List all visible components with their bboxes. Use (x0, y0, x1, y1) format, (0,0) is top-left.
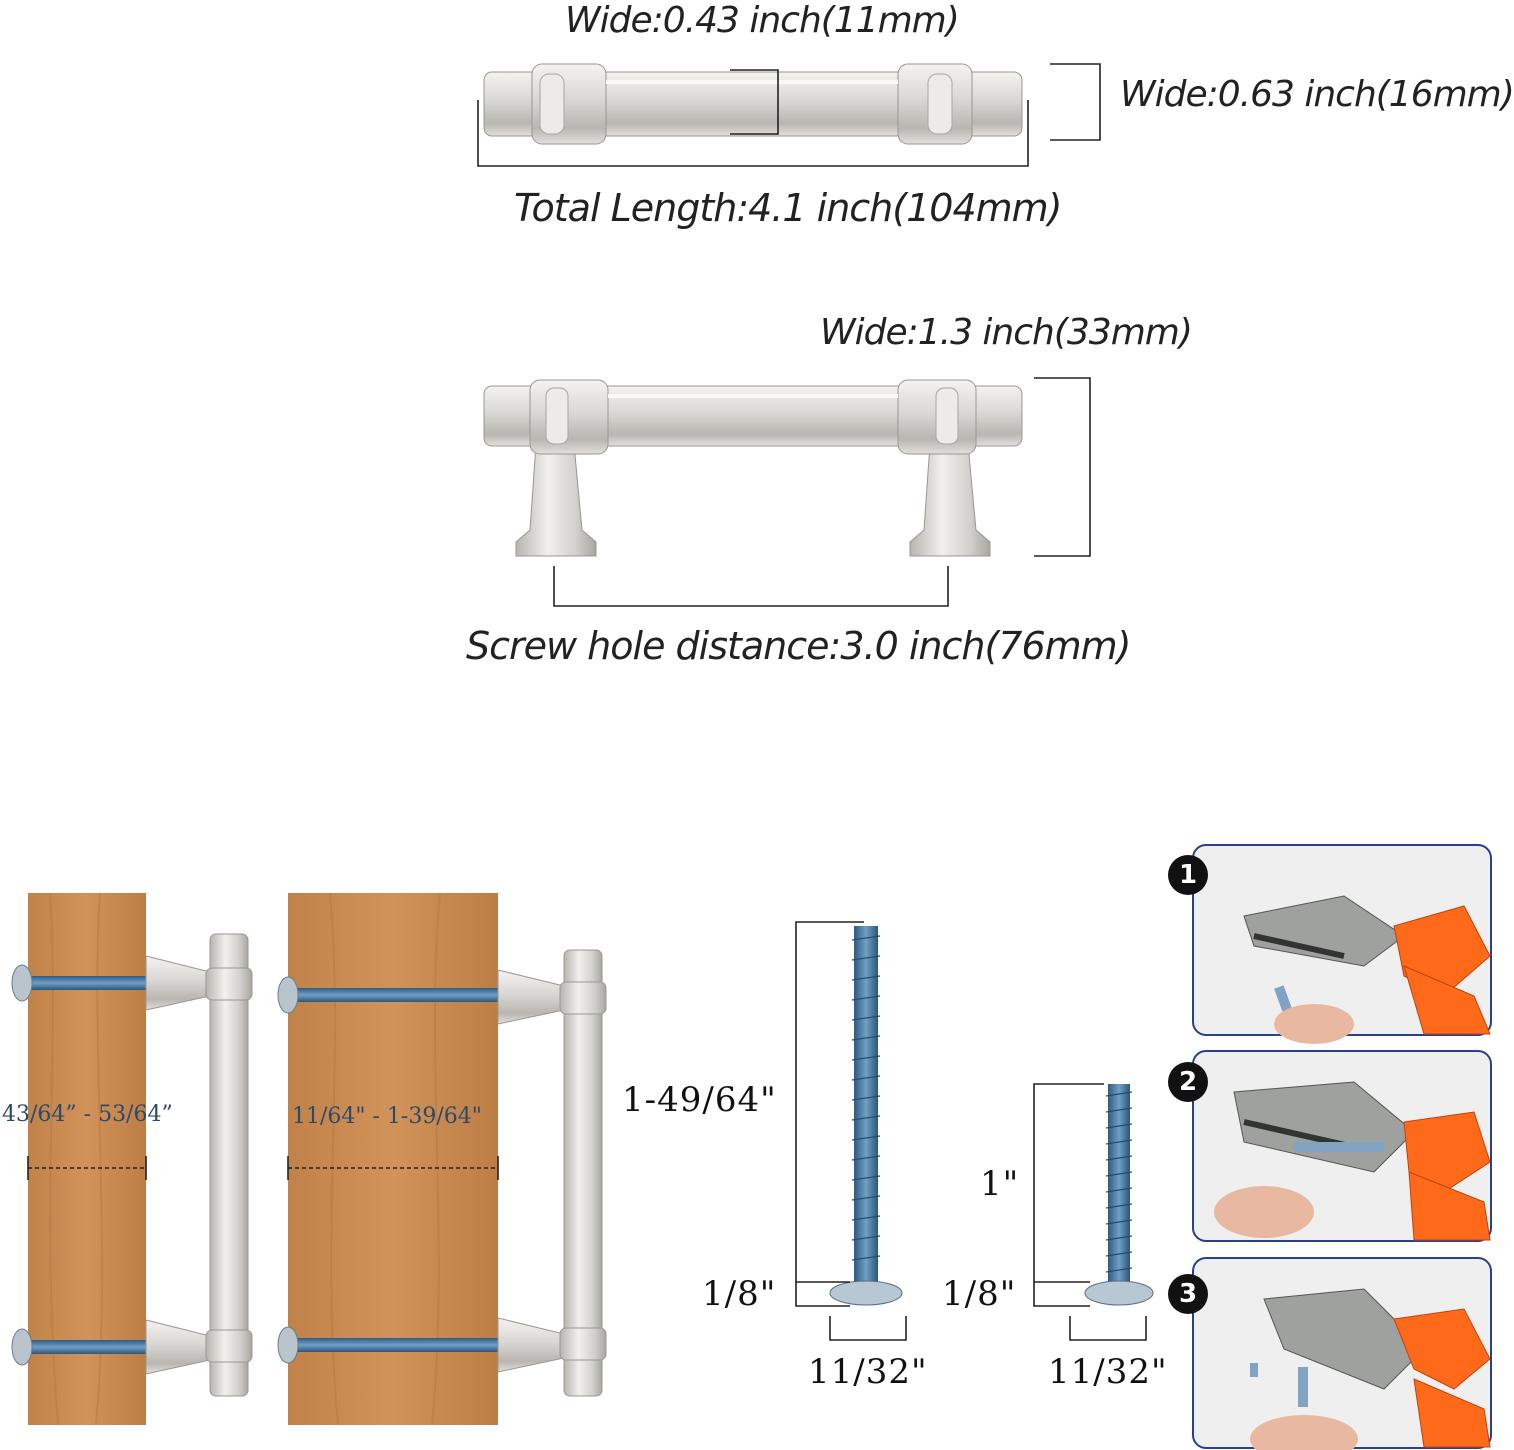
pliers-step-3-image (1250, 1288, 1491, 1450)
long-screw-head-height: 1/8" (702, 1274, 777, 1314)
top-handle-image (483, 63, 1023, 145)
long-screw-dimension-lines (795, 921, 907, 1341)
long-screw-length: 1-49/64" (622, 1080, 777, 1120)
short-screw-head-height: 1/8" (942, 1274, 1017, 1314)
short-screw-head-width: 11/32" (1048, 1352, 1168, 1392)
door-right-image (277, 892, 607, 1426)
door-left-image (11, 892, 253, 1426)
total-length-label: Total Length:4.1 inch(104mm) (514, 186, 1062, 230)
step-3-badge: 3 (1168, 1274, 1208, 1314)
side-handle-dimension-lines (553, 377, 1091, 607)
step-2-badge: 2 (1168, 1062, 1208, 1102)
short-screw-length: 1" (980, 1164, 1020, 1204)
screw-hole-distance-label: Screw hole distance:3.0 inch(76mm) (466, 624, 1132, 668)
step-3-panel (1192, 1257, 1492, 1450)
bar-width-label: Wide:0.43 inch(11mm) (565, 0, 960, 41)
long-screw-image (829, 926, 903, 1306)
door-right-thickness-range: 11/64" - 1-39/64" (292, 1104, 482, 1129)
handle-depth-label: Wide:1.3 inch(33mm) (820, 312, 1193, 353)
step-2-panel (1192, 1050, 1492, 1242)
short-screw-image (1084, 1084, 1154, 1306)
handle-height-label: Wide:0.63 inch(16mm) (1120, 74, 1514, 115)
pliers-step-2-image (1214, 1081, 1491, 1241)
door-left-thickness-range: 43/64” - 53/64” (2, 1102, 173, 1127)
step-1-badge: 1 (1168, 855, 1208, 895)
long-screw-head-width: 11/32" (808, 1352, 928, 1392)
short-screw-dimension-lines (1033, 1083, 1147, 1341)
top-handle-dimension-lines (477, 63, 1101, 167)
pliers-step-1-image (1243, 895, 1491, 1044)
side-handle-image (483, 379, 1023, 557)
step-1-panel (1192, 844, 1492, 1044)
